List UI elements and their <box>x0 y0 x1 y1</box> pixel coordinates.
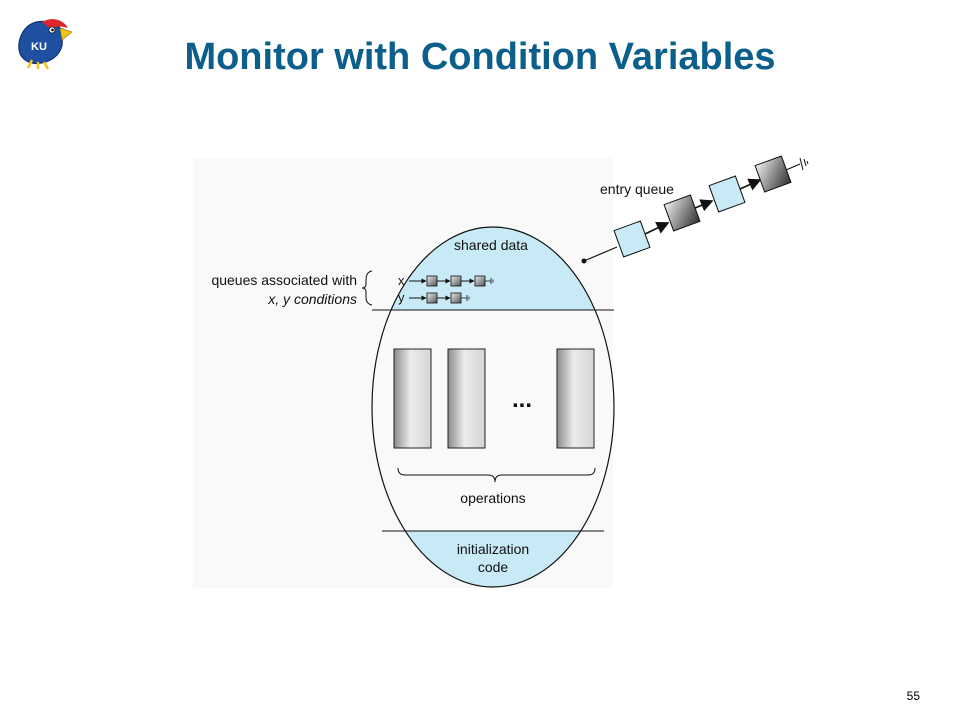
x-condition-label: x <box>398 273 405 288</box>
y-condition-label: y <box>398 290 405 305</box>
operation-box-1 <box>393 348 432 449</box>
monitor-ellipse <box>371 226 615 588</box>
operation-box-2 <box>447 348 486 449</box>
y-condition-queue <box>409 292 470 304</box>
operations-brace <box>397 467 596 483</box>
slide-title: Monitor with Condition Variables <box>184 36 776 78</box>
initialization-label-line1: initialization <box>457 541 529 557</box>
queues-brace <box>361 270 373 306</box>
operations-label: operations <box>460 490 525 506</box>
queues-label-line2: x, y conditions <box>267 291 357 307</box>
logo-text: KU <box>31 41 47 53</box>
initialization-label-line2: code <box>478 559 509 575</box>
x-condition-queue <box>409 275 494 287</box>
shared-data-label: shared data <box>454 237 528 253</box>
entry-queue <box>581 155 809 264</box>
entry-queue-label: entry queue <box>600 181 674 197</box>
operation-box-3 <box>556 348 595 449</box>
slide-number: 55 <box>906 689 920 703</box>
queues-label-line1: queues associated with <box>211 272 357 288</box>
operations-ellipsis: ... <box>512 386 532 413</box>
jayhawk-logo: KU <box>18 19 73 70</box>
